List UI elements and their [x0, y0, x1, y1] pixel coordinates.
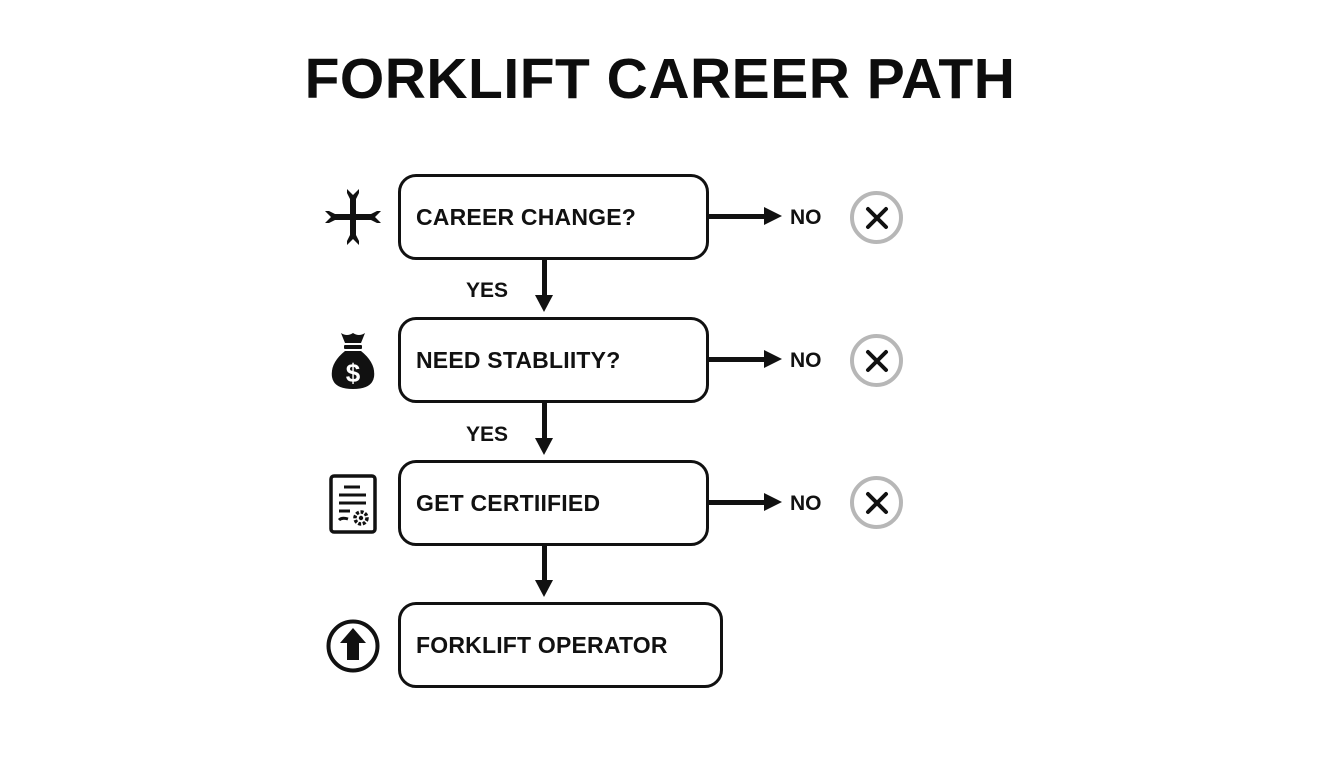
no-arrow-head	[764, 207, 782, 225]
no-arrow-head	[764, 493, 782, 511]
x-circle-icon	[850, 334, 903, 387]
no-label: NO	[790, 206, 822, 229]
no-arrow-line	[708, 214, 766, 219]
step-forklift-operator[interactable]: FORKLIFT OPERATOR	[398, 602, 723, 688]
next-arrow-head	[535, 580, 553, 597]
yes-label: YES	[466, 279, 509, 302]
step-get-certified[interactable]: GET CERTIIFIED	[398, 460, 709, 546]
yes-label: YES	[466, 423, 509, 446]
no-arrow-line	[708, 500, 766, 505]
up-arrow-circle-icon	[322, 615, 384, 677]
no-label: NO	[790, 492, 822, 515]
yes-arrow-head	[535, 295, 553, 312]
svg-text:$: $	[346, 358, 361, 388]
step-career-change[interactable]: CAREER CHANGE?	[398, 174, 709, 260]
money-bag-icon: $	[322, 330, 384, 392]
certificate-document-icon	[322, 473, 384, 535]
next-arrow-line	[542, 545, 547, 582]
step-label: CAREER CHANGE?	[416, 203, 637, 230]
x-circle-icon	[850, 191, 903, 244]
x-circle-icon	[850, 476, 903, 529]
yes-arrow-line	[542, 402, 547, 440]
yes-arrow-line	[542, 259, 547, 297]
step-label: GET CERTIIFIED	[416, 489, 601, 516]
no-arrow-head	[764, 350, 782, 368]
cross-pattee-icon	[322, 186, 384, 248]
yes-arrow-head	[535, 438, 553, 455]
step-label: FORKLIFT OPERATOR	[416, 631, 668, 658]
no-arrow-line	[708, 357, 766, 362]
diagram-title: FORKLIFT CAREER PATH	[304, 47, 1016, 111]
step-need-stability[interactable]: NEED STABLIITY?	[398, 317, 709, 403]
no-label: NO	[790, 349, 822, 372]
step-label: NEED STABLIITY?	[416, 346, 621, 373]
